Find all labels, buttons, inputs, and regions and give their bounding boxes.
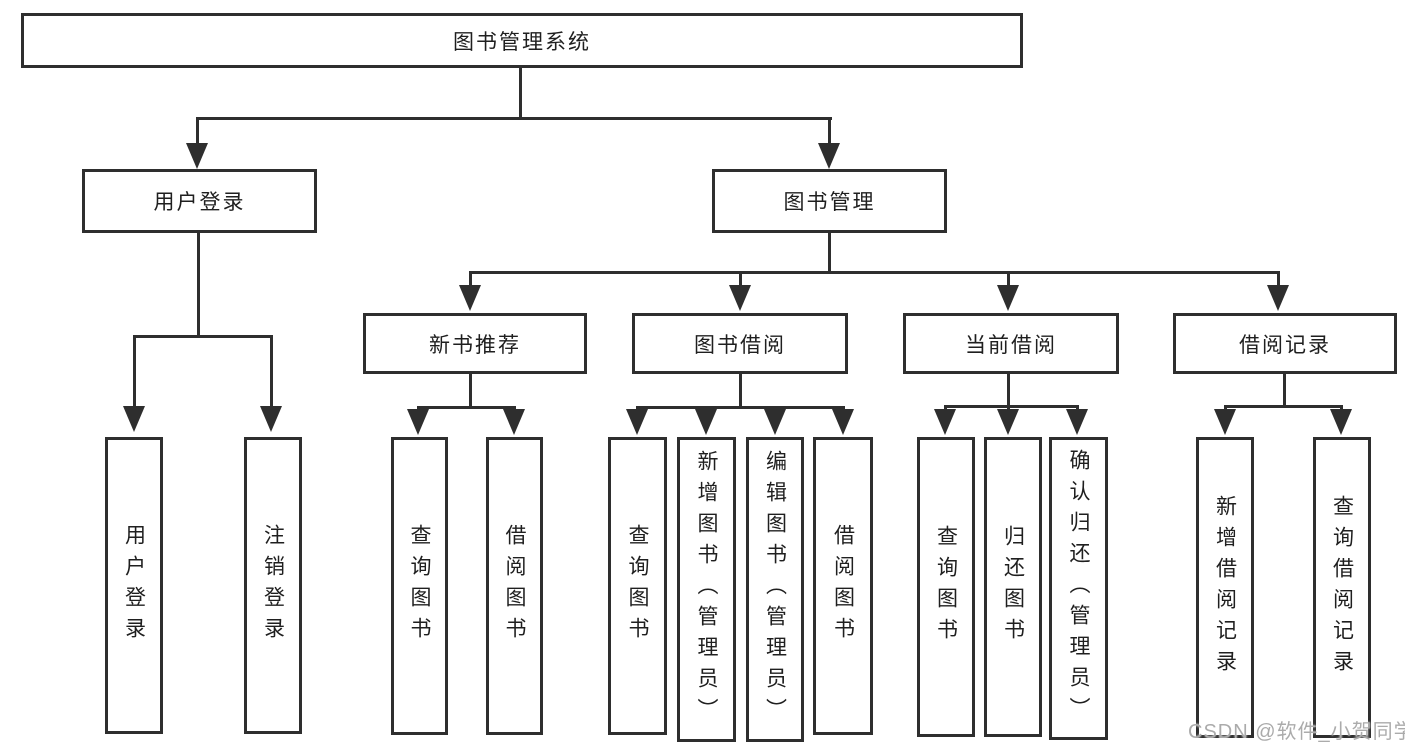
node-label: 查询图书 (626, 524, 649, 648)
leaf-add-borrow-record: 新增借阅记录 (1196, 437, 1254, 738)
node-label: 查询借阅记录 (1330, 494, 1354, 681)
node-borrow-records: 借阅记录 (1173, 313, 1397, 374)
node-root-library-system: 图书管理系统 (21, 13, 1023, 68)
node-new-book-recommend: 新书推荐 (363, 313, 587, 374)
node-current-borrow: 当前借阅 (903, 313, 1119, 374)
node-book-borrow: 图书借阅 (632, 313, 848, 374)
connector-line (1283, 374, 1286, 407)
node-label: 归还图书 (1001, 525, 1025, 649)
node-label: 注销登录 (261, 523, 285, 648)
arrowhead-down-icon (123, 406, 145, 432)
arrowhead-down-icon (459, 285, 481, 311)
arrowhead-down-icon (1214, 409, 1236, 435)
node-label: 查询图书 (934, 525, 958, 649)
connector-line (133, 335, 136, 408)
connector-line (519, 68, 522, 118)
arrowhead-down-icon (626, 409, 648, 435)
connector-line (469, 374, 472, 409)
node-label: 当前借阅 (965, 333, 1057, 357)
node-label: 新增借阅记录 (1213, 494, 1237, 681)
node-label: 新增图书︵管理员︶ (695, 450, 718, 729)
connector-line (1224, 405, 1343, 408)
connector-line (417, 406, 516, 409)
arrowhead-down-icon (997, 285, 1019, 311)
node-book-management: 图书管理 (712, 169, 947, 233)
connector-line (196, 117, 199, 145)
arrowhead-down-icon (1330, 409, 1352, 435)
node-label: 查询图书 (408, 524, 431, 648)
connector-line (1007, 271, 1010, 287)
leaf-add-book-admin: 新增图书︵管理员︶ (677, 437, 736, 742)
connector-line (828, 117, 831, 145)
node-label: 借阅图书 (831, 524, 855, 648)
arrowhead-down-icon (818, 143, 840, 169)
arrowhead-down-icon (934, 409, 956, 435)
leaf-query-books: 查询图书 (917, 437, 975, 737)
leaf-borrow-books: 借阅图书 (486, 437, 543, 735)
connector-line (270, 335, 273, 408)
node-label: 图书管理系统 (453, 30, 591, 54)
node-label: 借阅图书 (503, 524, 526, 648)
connector-line (636, 406, 844, 409)
leaf-user-login: 用户登录 (105, 437, 163, 734)
arrowhead-down-icon (832, 409, 854, 435)
arrowhead-down-icon (407, 409, 429, 435)
connector-line (133, 335, 273, 338)
connector-line (1277, 271, 1280, 287)
arrowhead-down-icon (764, 409, 786, 435)
leaf-query-books: 查询图书 (608, 437, 667, 735)
arrowhead-down-icon (695, 409, 717, 435)
arrowhead-down-icon (729, 285, 751, 311)
connector-line (739, 374, 742, 409)
arrowhead-down-icon (997, 409, 1019, 435)
node-label: 新书推荐 (429, 333, 521, 357)
connector-line (944, 405, 1079, 408)
node-label: 编辑图书︵管理员︶ (763, 450, 787, 729)
node-label: 图书管理 (783, 191, 876, 214)
node-label: 用户登录 (122, 523, 146, 648)
node-label: 借阅记录 (1239, 333, 1331, 357)
leaf-confirm-return-admin: 确认归还︵管理员︶ (1049, 437, 1108, 740)
node-label: 图书借阅 (694, 333, 786, 357)
connector-line (197, 233, 200, 337)
leaf-query-books: 查询图书 (391, 437, 448, 735)
connector-line (1007, 374, 1010, 408)
node-user-login: 用户登录 (82, 169, 317, 233)
node-label: 用户登录 (153, 191, 246, 214)
leaf-logout: 注销登录 (244, 437, 302, 734)
leaf-return-book: 归还图书 (984, 437, 1042, 737)
arrowhead-down-icon (1066, 409, 1088, 435)
connector-line (739, 271, 742, 287)
arrowhead-down-icon (503, 409, 525, 435)
connector-line (196, 117, 832, 120)
arrowhead-down-icon (1267, 285, 1289, 311)
watermark: CSDN @软件_小贺同学 (1188, 721, 1405, 743)
connector-line (469, 271, 1280, 274)
connector-line (828, 233, 831, 274)
connector-line (469, 271, 472, 287)
arrowhead-down-icon (260, 406, 282, 432)
leaf-query-borrow-record: 查询借阅记录 (1313, 437, 1371, 738)
leaf-borrow-books: 借阅图书 (813, 437, 873, 735)
leaf-edit-book-admin: 编辑图书︵管理员︶ (746, 437, 804, 742)
node-label: 确认归还︵管理员︶ (1067, 449, 1090, 728)
arrowhead-down-icon (186, 143, 208, 169)
